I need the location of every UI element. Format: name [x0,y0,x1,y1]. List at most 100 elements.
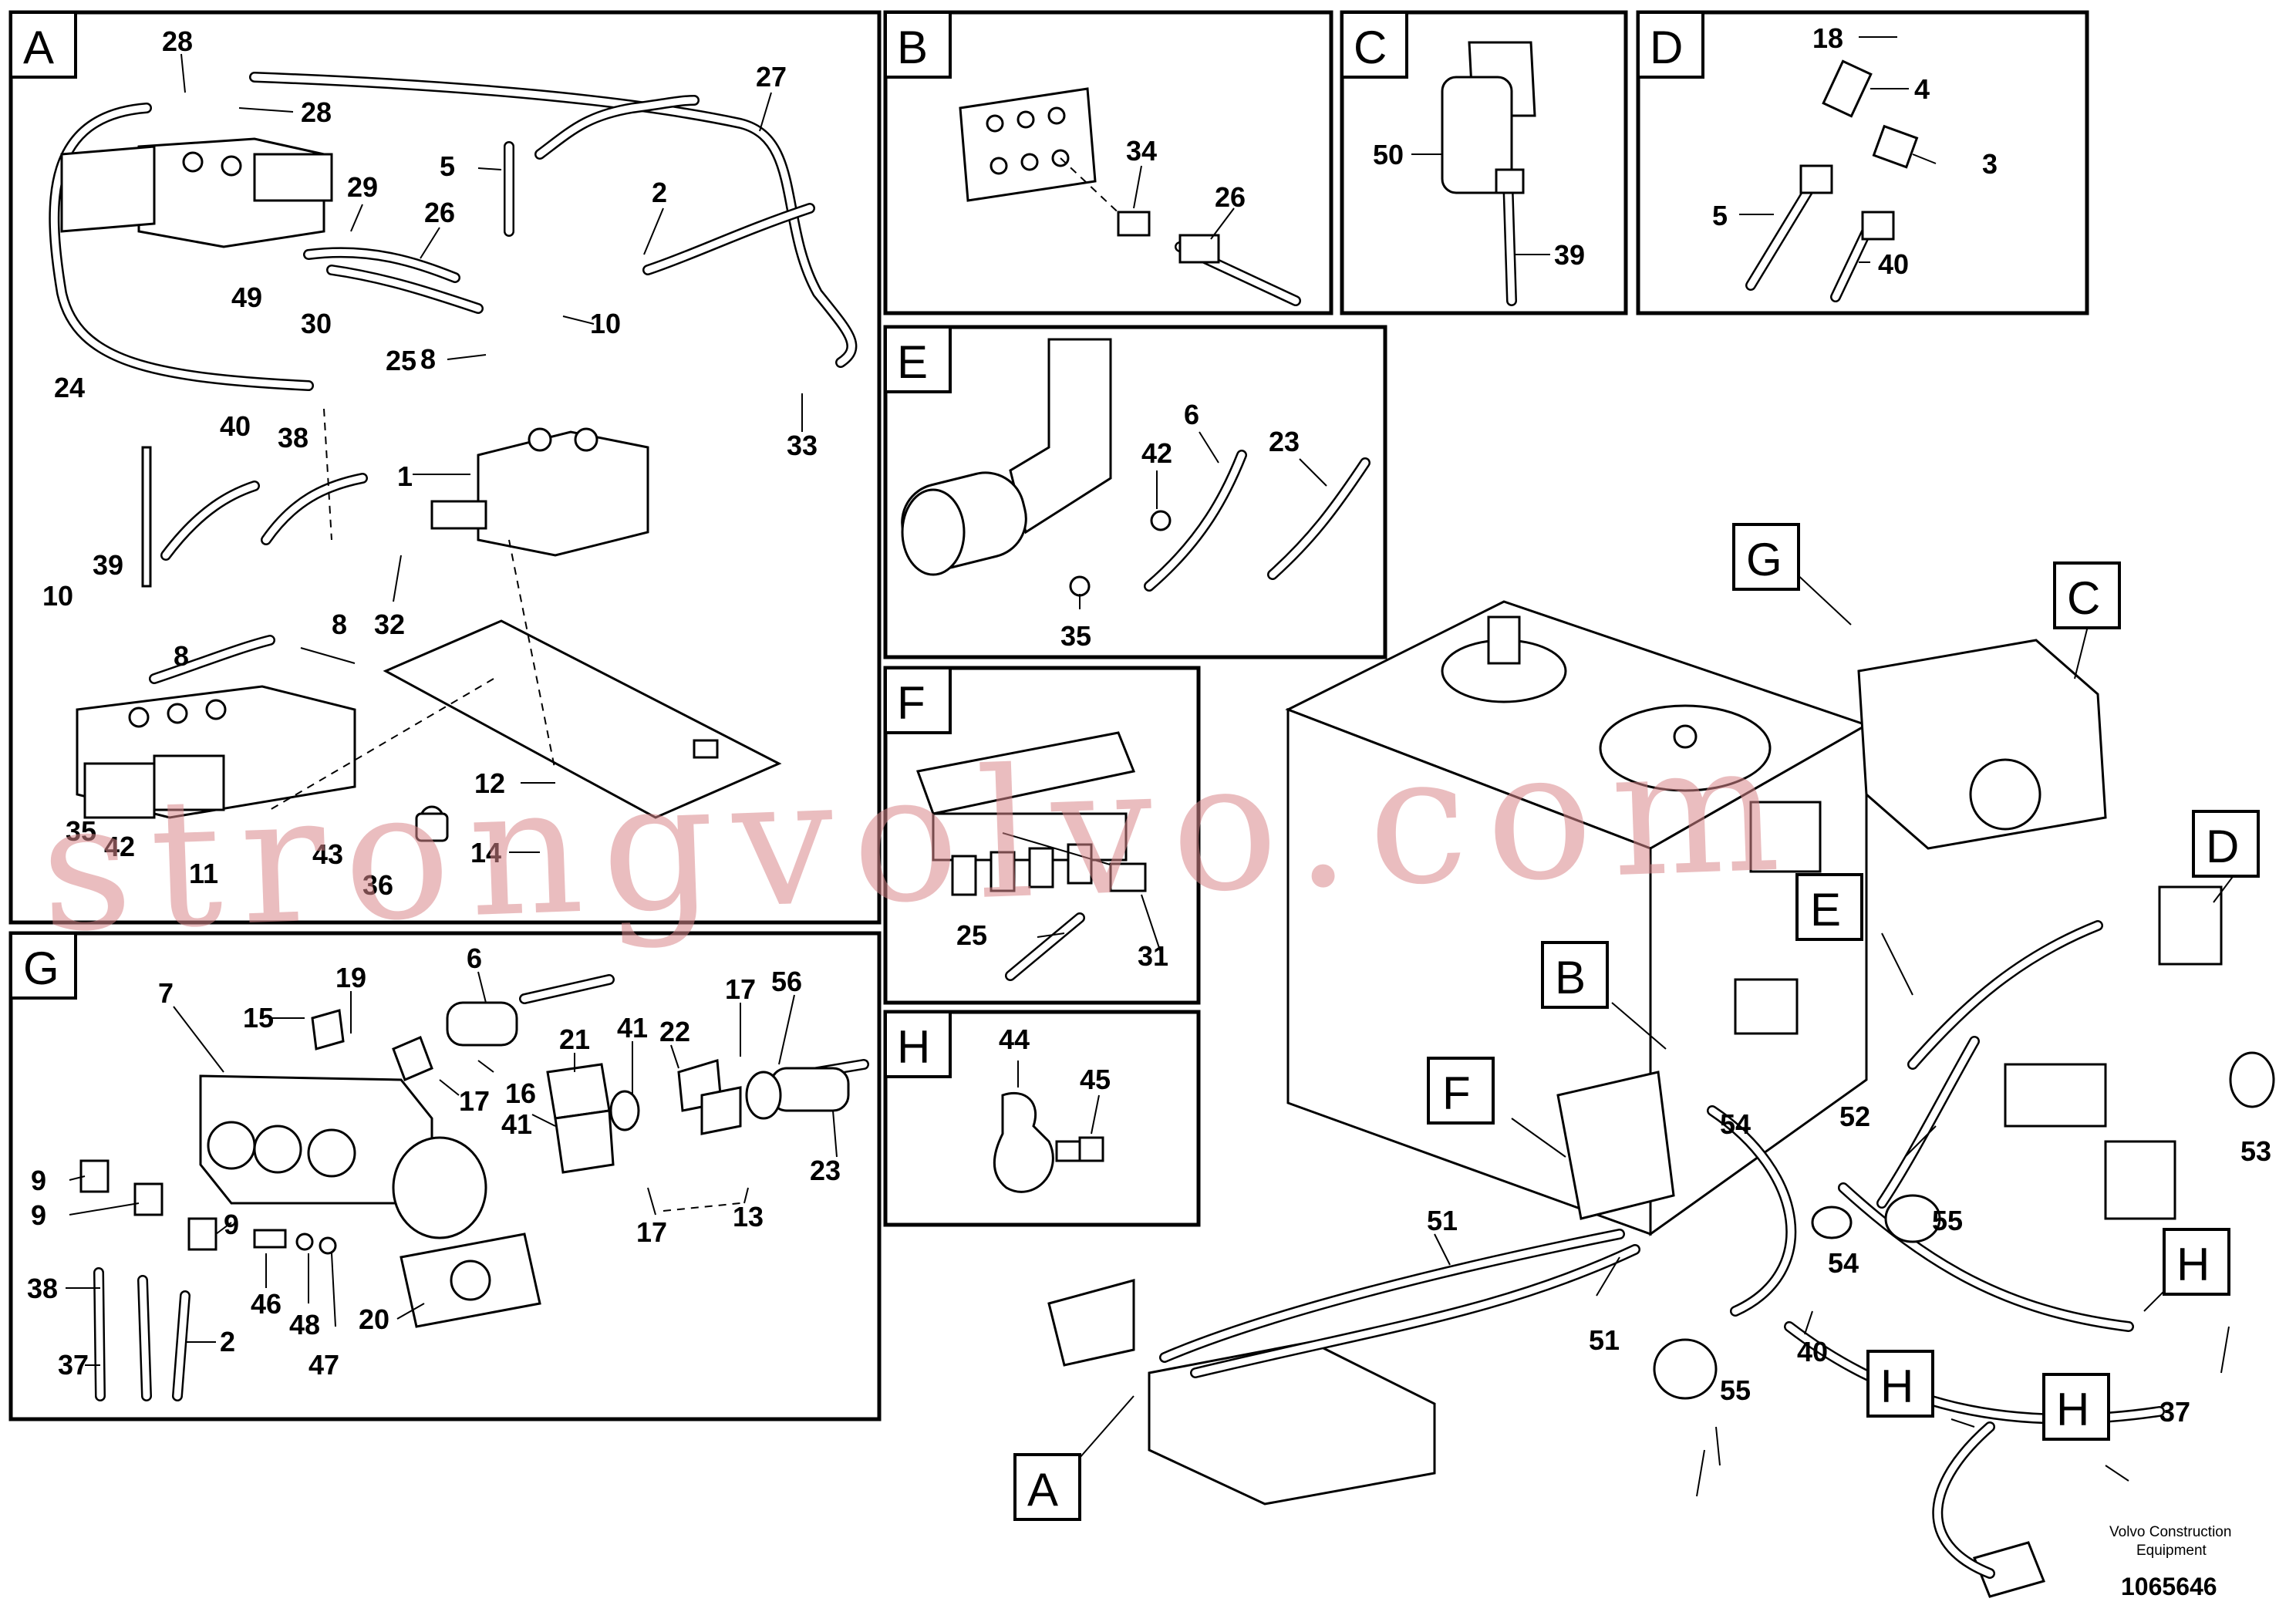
callout-label: 34 [1126,135,1157,167]
panel-b: B 34 26 [883,10,1333,315]
callout-label: 50 [1373,139,1404,170]
callout-label: 35 [66,815,96,847]
callout-label: 54 [1828,1247,1859,1279]
callout-label: 13 [733,1201,764,1233]
callout-label: 26 [424,197,455,228]
callout-label: 21 [559,1023,590,1055]
callout-label: 41 [617,1012,648,1044]
callout-label: 33 [787,430,818,461]
callout-label: 23 [1269,426,1300,457]
callout-label: 6 [467,943,482,974]
callout-label: 10 [590,308,621,339]
callout-label: 55 [1932,1205,1963,1236]
callout-label: 41 [501,1108,532,1140]
panel-c: C 50 39 [1340,10,1628,315]
callout-label: 44 [999,1023,1030,1055]
callout-tag: D [2206,821,2239,872]
callout-label: 23 [810,1155,841,1186]
callout-label: 42 [104,831,135,862]
callout-label: 43 [312,838,343,870]
main-tag-f: F [1427,1057,1495,1125]
callout-label: 52 [1839,1101,1870,1132]
callout-label: 36 [362,869,393,901]
panel-h: H 44 45 [883,1010,1201,1227]
panel-f: F 25 31 [883,666,1201,1005]
callout-label: 17 [636,1216,667,1248]
callout-label: 39 [1554,239,1585,271]
callout-label: 22 [659,1016,690,1047]
brand-line-2: Equipment [2136,1543,2207,1559]
main-tag-h-1: H [2163,1228,2230,1296]
callout-label: 37 [2159,1396,2190,1428]
callout-label: 25 [386,345,416,376]
main-tag-b: B [1541,941,1609,1009]
callout-label: 14 [470,837,501,868]
callout-label: 31 [1138,940,1168,972]
callout-label: 15 [243,1002,274,1034]
callout-label: 4 [1914,73,1930,105]
callout-tag: H [2056,1384,2089,1435]
callout-label: 5 [1712,200,1728,231]
callout-label: 49 [231,282,262,313]
callout-label: 8 [420,343,436,375]
callout-label: 26 [1215,181,1246,213]
panel-b-tag: B [897,22,928,73]
callout-label: 28 [301,96,332,128]
main-tag-h-3: H [2042,1373,2110,1441]
panel-d: D 18 4 3 5 40 [1636,10,2089,315]
callout-label: 5 [440,150,455,182]
main-tag-c: C [2053,561,2121,629]
panel-g-tag: G [23,943,59,994]
panel-g-labels: 6 7 15 19 21 41 22 17 56 16 17 41 23 9 9… [27,943,841,1381]
callout-label: 53 [2240,1135,2271,1167]
main-tag-e: E [1795,873,1863,941]
callout-label: 1 [397,460,413,492]
panel-c-tag: C [1354,22,1387,73]
callout-label: 20 [359,1303,389,1335]
brand-line-1: Volvo Construction [2109,1524,2231,1540]
callout-label: 51 [1427,1205,1458,1236]
callout-label: 40 [220,410,251,442]
callout-label: 30 [301,308,332,339]
main-tag-h-2: H [1866,1350,1934,1418]
callout-label: 19 [335,962,366,993]
callout-label: 17 [459,1085,490,1117]
callout-tag: C [2067,572,2100,624]
callout-label: 56 [771,966,802,997]
callout-label: 27 [756,61,787,93]
panel-d-tag: D [1650,22,1683,73]
main-labels: 54 53 55 54 51 51 40 55 37 52 [1427,1101,2271,1428]
callout-label: 9 [224,1209,239,1240]
callout-label: 35 [1060,620,1091,652]
callout-label: 10 [42,580,73,612]
panel-e: E 6 23 42 35 [883,325,1387,659]
callout-label: 51 [1589,1324,1620,1356]
panel-f-tag: F [897,677,925,729]
callout-label: 28 [162,25,193,57]
callout-label: 9 [31,1165,46,1196]
callout-label: 16 [505,1077,536,1109]
panel-e-tag: E [897,336,928,388]
callout-label: 55 [1720,1374,1751,1406]
panel-a: A [8,10,882,925]
callout-label: 32 [374,609,405,640]
main-tag-d: D [2192,810,2260,878]
callout-label: 2 [220,1326,235,1357]
callout-label: 11 [189,858,218,889]
callout-label: 38 [278,422,308,454]
panel-h-tag: H [897,1021,930,1073]
callout-label: 3 [1982,148,1998,180]
callout-label: 45 [1080,1064,1111,1095]
callout-label: 42 [1141,437,1172,469]
callout-tag: H [1880,1361,1913,1412]
callout-label: 12 [474,767,505,799]
callout-label: 9 [31,1199,46,1231]
panel-a-labels: 28 28 27 5 29 26 2 49 30 10 25 24 8 33 4… [42,25,818,901]
callout-label: 54 [1720,1108,1751,1140]
callout-label: 18 [1812,22,1843,54]
callout-label: 17 [725,973,756,1005]
callout-label: 29 [347,171,378,203]
callout-label: 24 [54,372,85,403]
panel-a-tag: A [23,22,54,73]
